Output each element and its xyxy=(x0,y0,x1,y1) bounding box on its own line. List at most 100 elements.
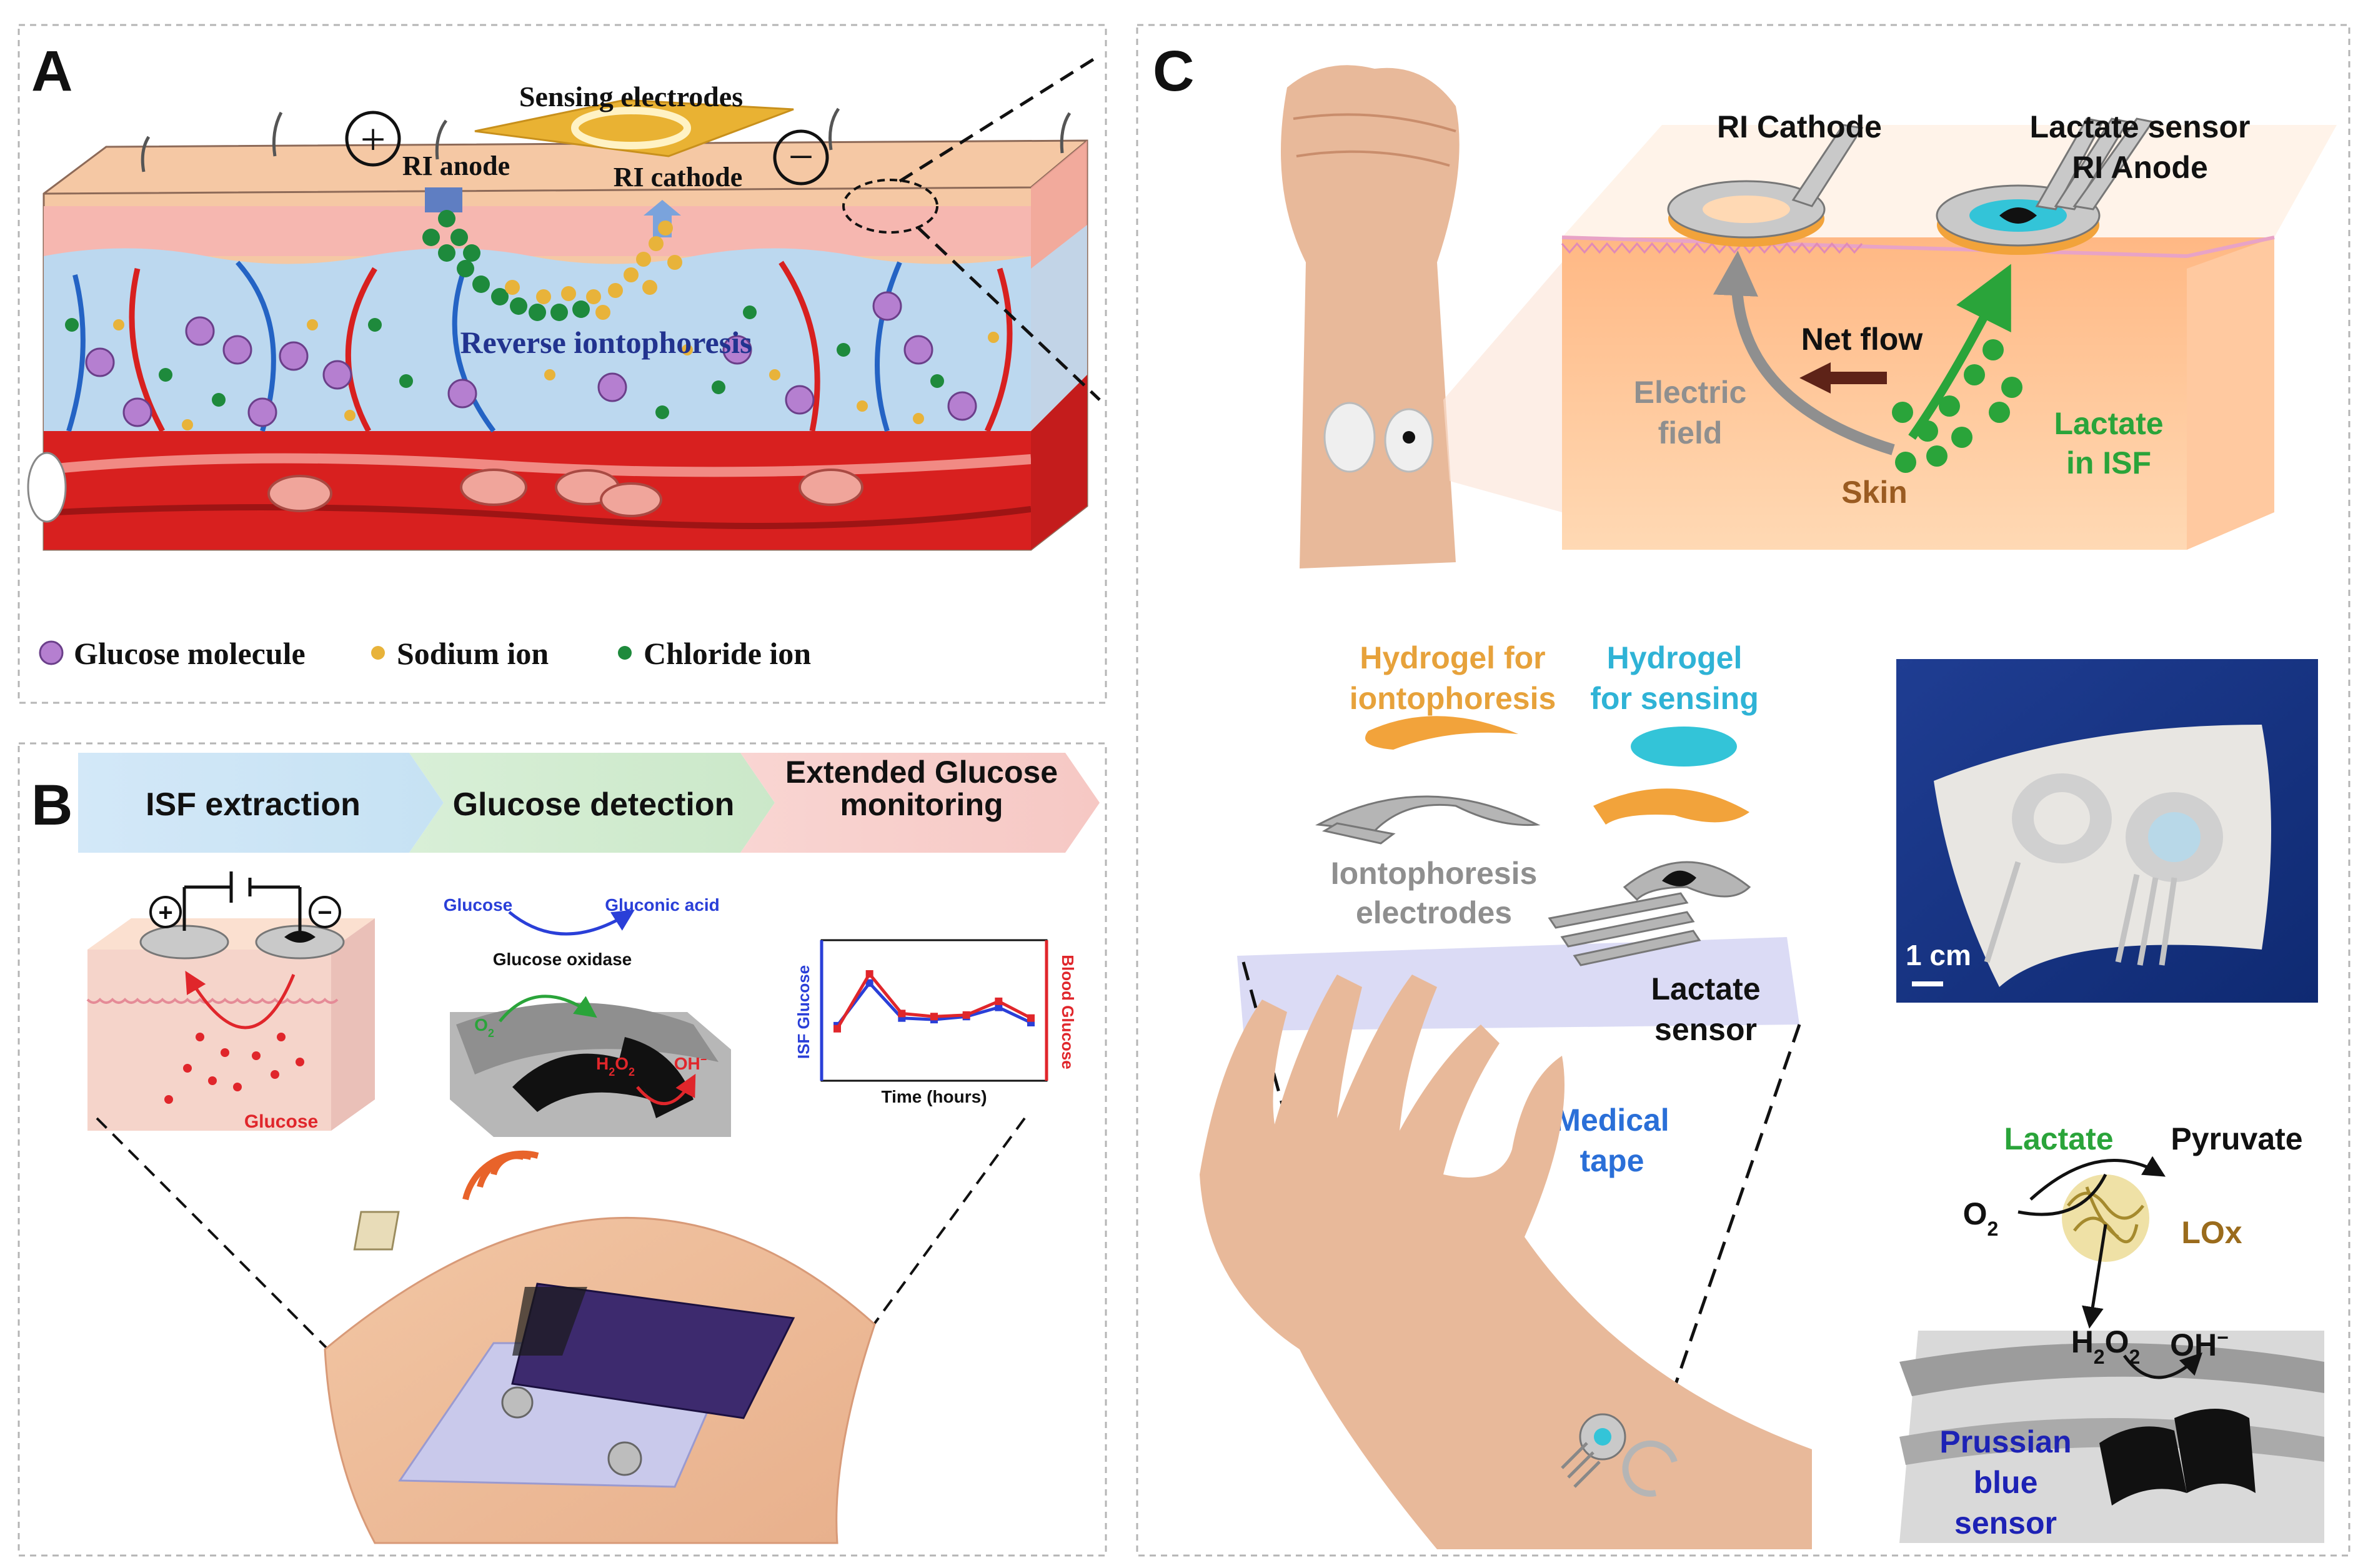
oh-symbol: OH xyxy=(674,1054,700,1073)
ri-skin-model xyxy=(1561,117,2337,550)
series-1-point-3 xyxy=(930,1013,938,1021)
step-label-3-box: Extended Glucose monitoring xyxy=(785,756,1058,822)
series-0-point-1 xyxy=(865,979,873,987)
ri-cathode-label-c: RI Cathode xyxy=(1717,109,1882,144)
lactate-reaction xyxy=(1899,1156,2324,1543)
ri-cathode-label: RI cathode xyxy=(614,162,743,192)
legend-sodium-label: Sodium ion xyxy=(397,636,549,671)
chart-x-label: Time (hours) xyxy=(881,1087,987,1106)
chart-y-right-label: Blood Glucose xyxy=(1058,955,1077,1069)
oh-c-symbol: OH xyxy=(2170,1327,2217,1362)
ri-minus-sign-b: − xyxy=(317,899,332,926)
o2-label-c: O2 xyxy=(1963,1196,1999,1240)
h2o2-sub2: 2 xyxy=(629,1066,635,1078)
chart-frame xyxy=(820,939,1048,1082)
lactate-sensor-label-c: Lactate sensor xyxy=(2030,109,2251,144)
h2o2-c-sub2: 2 xyxy=(2129,1346,2141,1368)
iontophoresis-electrodes-label-2: electrodes xyxy=(1356,895,1512,930)
panel-c-letter: C xyxy=(1153,39,1194,103)
lactate-sensor-label-1: Lactate xyxy=(1651,971,1760,1006)
step-chevron-2 xyxy=(409,753,775,853)
iontophoresis-electrodes-label-1: Iontophoresis xyxy=(1331,856,1538,891)
series-1-point-6 xyxy=(1027,1014,1035,1022)
step-label-3: Extended Glucose monitoring xyxy=(785,756,1058,822)
ri-anode-label: RI anode xyxy=(402,151,510,181)
legend-glucose-swatch xyxy=(39,640,64,665)
pyruvate-label: Pyruvate xyxy=(2171,1121,2302,1156)
chart-y-left-label: ISF Glucose xyxy=(794,965,813,1059)
prussian-blue-label-1: Prussian xyxy=(1939,1424,2071,1459)
plus-circle xyxy=(345,111,401,167)
series-0-point-5 xyxy=(995,1003,1003,1011)
hydrogel-iontophoresis-label-2: iontophoresis xyxy=(1350,681,1556,716)
legend-sodium-swatch xyxy=(371,646,385,660)
glucose-detection-illustration: Glucose Gluconic acid Glucose oxidase O2… xyxy=(444,895,731,1137)
reaction-glucose: Glucose xyxy=(444,895,512,915)
hydrogel-sensing-label-1: Hydrogel xyxy=(1607,640,1743,675)
reaction-h2o2: H2O2 xyxy=(596,1054,635,1078)
oh-label-c: OH− xyxy=(2170,1326,2229,1362)
h2o2-c-o: O xyxy=(2105,1324,2129,1359)
h2o2-label-c: H2O2 xyxy=(2071,1324,2141,1368)
o2-subscript: 2 xyxy=(488,1027,494,1040)
minus-sign: − xyxy=(789,132,814,182)
device-photo: 1 cm xyxy=(1896,659,2318,1003)
h2o2-symbol: H xyxy=(596,1054,609,1073)
skin-cross-section xyxy=(27,107,1088,551)
minus-circle xyxy=(773,129,829,186)
panel-b-frame xyxy=(17,742,1107,1557)
panel-a: A xyxy=(17,24,1107,704)
glucose-extraction-label: Glucose xyxy=(244,1111,318,1132)
step-chevron-3 xyxy=(740,753,1100,853)
medical-tape-label-2: tape xyxy=(1580,1143,1644,1178)
b-zoom-line-left xyxy=(96,1117,339,1360)
wearable-arm-device xyxy=(324,1150,876,1544)
ri-plus-circle-b xyxy=(149,896,182,928)
h2o2-c-sub1: 2 xyxy=(2094,1346,2105,1368)
step-label-2: Glucose detection xyxy=(453,786,735,823)
field-label: field xyxy=(1658,415,1723,450)
h2o2-o: O xyxy=(615,1054,629,1073)
net-flow-label: Net flow xyxy=(1801,322,1923,357)
series-1-point-0 xyxy=(833,1025,841,1033)
legend-glucose-label: Glucose molecule xyxy=(74,636,306,671)
ri-polarity-markers: + − xyxy=(345,111,829,186)
o2-c-subscript: 2 xyxy=(1987,1218,1999,1240)
reaction-gluconic-acid: Gluconic acid xyxy=(605,895,720,915)
hydrogel-iontophoresis-label-1: Hydrogel for xyxy=(1360,640,1545,675)
ri-minus-circle-b xyxy=(309,896,341,928)
ri-anode-label-c: RI Anode xyxy=(2072,150,2208,185)
series-1-point-5 xyxy=(995,997,1003,1005)
lox-label: LOx xyxy=(2181,1215,2242,1250)
isf-extraction-illustration: + − Glucose xyxy=(86,871,375,1132)
reaction-oh: OH− xyxy=(674,1053,707,1073)
lactate-isf-label-2: in ISF xyxy=(2066,445,2151,480)
oh-superscript: − xyxy=(700,1053,707,1066)
panel-b-letter: B xyxy=(31,773,72,837)
electric-label: Electric xyxy=(1634,375,1747,410)
ri-anode-block xyxy=(425,187,462,212)
panel-c: C xyxy=(1136,24,2351,1557)
reaction-o2: O2 xyxy=(474,1015,494,1040)
step-chevron-1 xyxy=(78,753,444,853)
ion-stream xyxy=(422,210,682,321)
exploded-device-layers xyxy=(1237,716,1801,1406)
lactate-sensor-label-2: sensor xyxy=(1654,1012,1757,1047)
h2o2-c-symbol: H xyxy=(2071,1324,2094,1359)
skin-label: Skin xyxy=(1841,475,1908,510)
wrist-photo xyxy=(1281,65,1460,569)
chart-series-group xyxy=(833,970,1035,1033)
b-zoom-line-right xyxy=(870,1117,1026,1329)
plus-sign: + xyxy=(361,114,386,164)
wrist-zoom-wedge xyxy=(1443,262,1562,512)
prussian-blue-label-3: sensor xyxy=(1954,1506,2057,1541)
correlation-chart: Time (hours) ISF Glucose Blood Glucose xyxy=(794,939,1077,1106)
lactate-substrate-label: Lactate xyxy=(2004,1121,2113,1156)
prussian-blue-label-2: blue xyxy=(1974,1465,2038,1500)
o2-c-symbol: O xyxy=(1963,1196,1987,1231)
panel-a-frame xyxy=(17,24,1107,704)
reverse-iontophoresis-label: Reverse iontophoresis xyxy=(460,325,752,360)
legend-chloride-label: Chloride ion xyxy=(644,636,811,671)
oh-c-superscript: − xyxy=(2217,1326,2229,1349)
